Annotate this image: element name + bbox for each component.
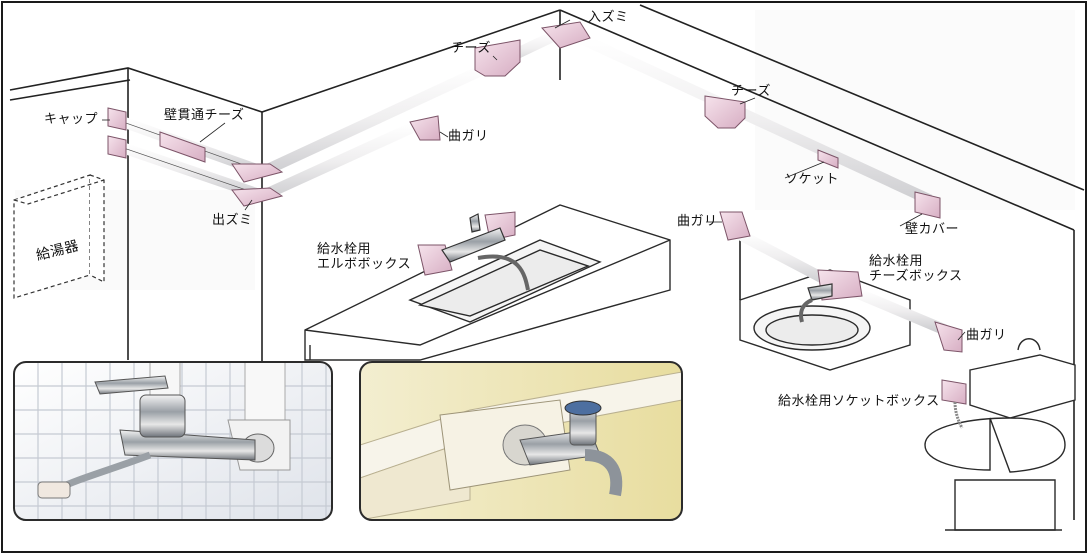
- outside-corner-fitting: [231, 187, 284, 207]
- label-bend-toilet: 曲ガリ: [966, 328, 1007, 343]
- label-socket: ソケット: [785, 172, 840, 187]
- label-wall-cover: 壁カバー: [905, 222, 960, 237]
- label-inside-corner: 入ズミ: [588, 10, 629, 25]
- label-wall-through-tee: 壁貫通チーズ: [164, 108, 245, 123]
- wall-through-tee-fitting: [159, 131, 206, 163]
- label-bend-right: 曲ガリ: [677, 214, 718, 229]
- label-cap: キャップ: [44, 112, 99, 127]
- tee-fitting-upper: [474, 39, 521, 77]
- bend-fitting-toilet: [934, 321, 963, 353]
- label-socket-box: 給水栓用ソケットボックス: [778, 394, 940, 409]
- toilet: [924, 338, 1076, 531]
- wall-cover-fitting: [914, 191, 941, 219]
- socket-fitting: [817, 149, 839, 169]
- label-tee-right: チーズ: [731, 84, 771, 99]
- pink-fittings: [107, 21, 967, 405]
- cap-fitting: [107, 107, 127, 131]
- label-tee-upper: チーズ: [451, 41, 491, 56]
- bend-fitting-center: [409, 115, 441, 141]
- photo-tile-faucet: [13, 361, 333, 521]
- label-tee-box: 給水栓用 チーズボックス: [869, 254, 963, 284]
- socket-box-fitting: [941, 379, 967, 405]
- duct-runs: [110, 28, 959, 395]
- label-outside-corner: 出ズミ: [212, 213, 253, 228]
- kitchen-sink: [304, 204, 671, 361]
- inside-corner-fitting: [541, 21, 591, 49]
- background-faint-panels: [15, 10, 1075, 290]
- photo-duct-faucet: [359, 361, 683, 521]
- faucets: [441, 213, 964, 429]
- leader-lines: [102, 19, 966, 341]
- water-heater-outline: [13, 174, 105, 299]
- bend-fitting-right: [719, 211, 751, 241]
- label-elbow-box: 給水栓用 エルボボックス: [317, 242, 412, 272]
- label-bend-center: 曲ガリ: [448, 129, 489, 144]
